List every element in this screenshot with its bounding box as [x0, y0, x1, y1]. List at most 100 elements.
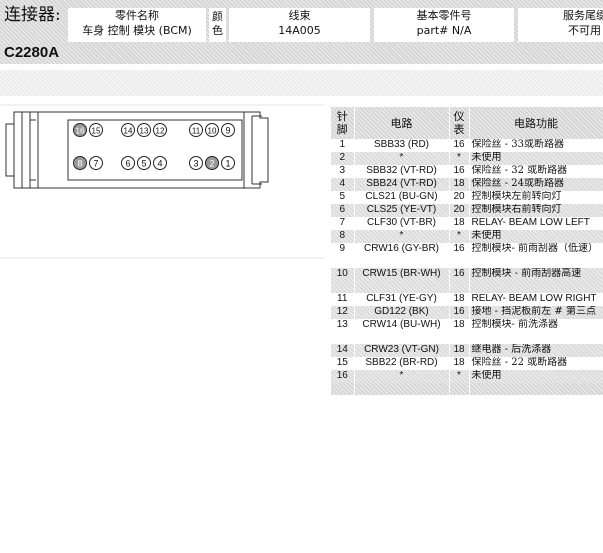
gauge: 16 — [449, 268, 470, 293]
circuit-function: 保险丝 - 33或断路器 — [469, 139, 603, 152]
pin-number: 7 — [331, 217, 355, 230]
circuit-function: 控制模块- 前雨刮器（低速） — [469, 243, 603, 268]
circuit-function: 控制模块右前转向灯 — [469, 204, 603, 217]
pin-number: 4 — [331, 178, 355, 191]
circuit: CLF31 (YE-GY) — [354, 293, 450, 306]
service-value: 不可用 — [568, 24, 601, 37]
connector-latch-left — [5, 123, 14, 177]
circuit-function: 保险丝 - 22 或断路器 — [469, 357, 603, 370]
circuit: CRW16 (GY-BR) — [354, 243, 450, 268]
base-part-cell: 基本零件号 part# N/A — [374, 8, 514, 42]
pin-cavity-16 — [73, 123, 87, 137]
circuit: SBB32 (VT-RD) — [354, 165, 450, 178]
pin-cavity-1 — [221, 156, 235, 170]
circuit: CLS25 (YE-VT) — [354, 204, 450, 217]
part-name-value: 车身 控制 模块 (BCM) — [82, 24, 192, 37]
pin-cavity-12 — [153, 123, 167, 137]
pin-cavity-10 — [205, 123, 219, 137]
pin-cavity-14 — [121, 123, 135, 137]
circuit-function: 接地 - 挡泥板前左 # 第三点 — [469, 306, 603, 319]
circuit: SBB22 (BR-RD) — [354, 357, 450, 370]
pin-label-15: 15 — [92, 126, 101, 135]
circuit: * — [354, 152, 450, 165]
harness-value: 14A005 — [278, 24, 321, 37]
pin-label-3: 3 — [193, 158, 198, 168]
pin-label-8: 8 — [77, 158, 82, 168]
connector-header: 连接器: C2280A 零件名称 车身 控制 模块 (BCM) 颜色 线束 14… — [0, 0, 603, 64]
circuit: SBB33 (RD) — [354, 139, 450, 152]
gauge: 18 — [449, 319, 470, 344]
pin-label-16: 16 — [76, 126, 85, 135]
circuit: * — [354, 230, 450, 243]
harness-cell: 线束 14A005 — [229, 8, 370, 42]
pin-number: 11 — [331, 293, 355, 306]
service-cell: 服务尾缀 不可用 — [518, 8, 603, 42]
table-row: 2**未使用 — [331, 152, 603, 165]
circuit-function: 未使用 — [469, 230, 603, 243]
circuit-function: RELAY- BEAM LOW LEFT — [469, 217, 603, 230]
gauge: * — [449, 152, 470, 165]
pin-label-12: 12 — [156, 126, 165, 135]
pin-label-9: 9 — [225, 125, 230, 135]
pin-cavity-15 — [89, 123, 103, 137]
circuit-function: 继电器 - 后洗涤器 — [469, 344, 603, 357]
header-gauge: 仪表 — [449, 107, 470, 139]
gauge: 18 — [449, 357, 470, 370]
pin-cavity-8 — [73, 156, 87, 170]
circuit-function: RELAY- BEAM LOW RIGHT — [469, 293, 603, 306]
pin-cavity-7 — [89, 156, 103, 170]
circuit-function: 控制模块- 前洗涤器 — [469, 319, 603, 344]
pin-number: 15 — [331, 357, 355, 370]
circuit: CRW15 (BR-WH) — [354, 268, 450, 293]
circuit: CLS21 (BU-GN) — [354, 191, 450, 204]
circuit: CRW23 (VT-GN) — [354, 344, 450, 357]
header-circuit: 电路 — [354, 107, 450, 139]
circuit-function: 保险丝 - 32 或断路器 — [469, 165, 603, 178]
harness-label: 线束 — [288, 9, 311, 22]
pin-number: 2 — [331, 152, 355, 165]
circuit: SBB24 (VT-RD) — [354, 178, 450, 191]
gauge: * — [449, 370, 470, 383]
circuit-function: 控制模块 - 前雨刮器高速 — [469, 268, 603, 293]
pinout-table-header: 针脚 电路 仪表 电路功能 — [331, 107, 603, 139]
pin-number: 1 — [331, 139, 355, 152]
pin-number: 6 — [331, 204, 355, 217]
pin-number: 16 — [331, 370, 355, 383]
circuit: * — [354, 370, 450, 383]
pin-number: 8 — [331, 230, 355, 243]
pin-cavity-13 — [137, 123, 151, 137]
gauge: 16 — [449, 306, 470, 319]
circuit: CLF30 (VT-BR) — [354, 217, 450, 230]
pin-label-2: 2 — [209, 158, 214, 168]
table-row: 16**未使用 — [331, 370, 603, 383]
pin-label-10: 10 — [208, 126, 217, 135]
connector-code: C2280A — [4, 44, 60, 61]
circuit-function: 未使用 — [469, 370, 603, 383]
pin-cavity-4 — [153, 156, 167, 170]
circuit-function: 未使用 — [469, 152, 603, 165]
pin-cavity-6 — [121, 156, 135, 170]
pin-number: 3 — [331, 165, 355, 178]
gauge: * — [449, 230, 470, 243]
pin-number: 9 — [331, 243, 355, 268]
pin-cavity-5 — [137, 156, 151, 170]
part-name-label: 零件名称 — [115, 9, 159, 22]
pin-number: 13 — [331, 319, 355, 344]
pin-label-4: 4 — [157, 158, 162, 168]
header-function: 电路功能 — [469, 107, 603, 139]
gauge: 18 — [449, 293, 470, 306]
base-part-label: 基本零件号 — [416, 9, 472, 22]
gauge: 16 — [449, 139, 470, 152]
pin-cavity-3 — [189, 156, 203, 170]
circuit: GD122 (BK) — [354, 306, 450, 319]
